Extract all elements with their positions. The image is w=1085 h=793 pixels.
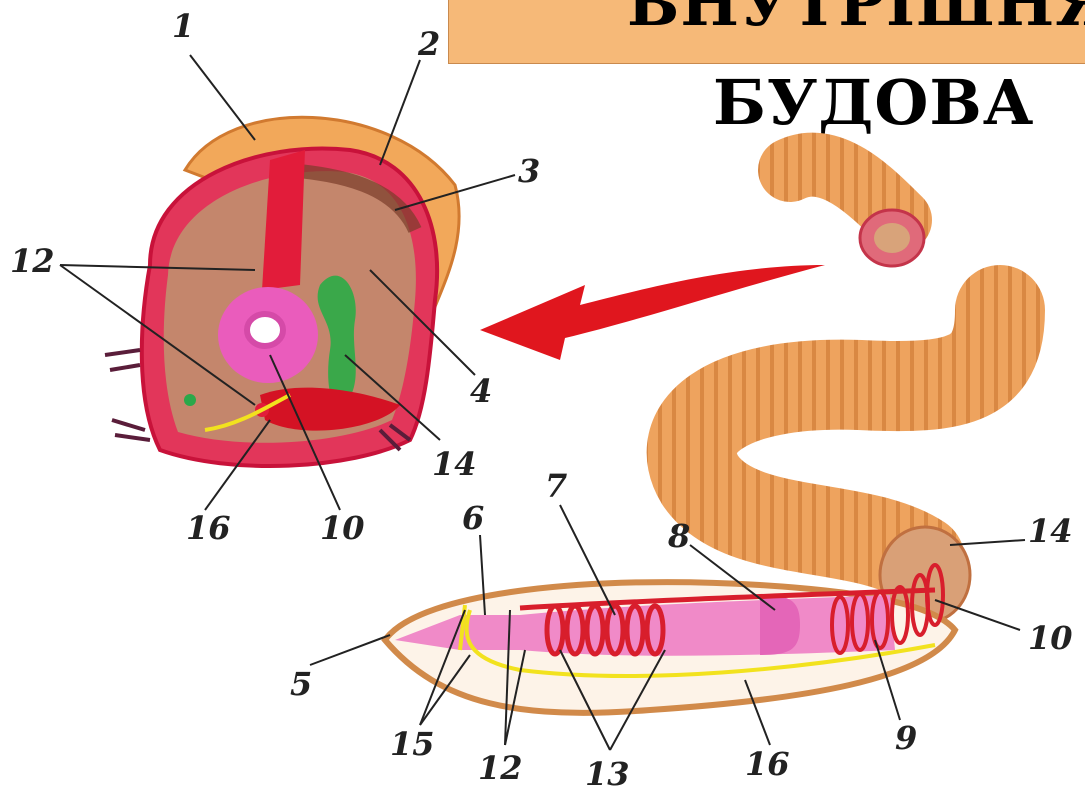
cross-section — [105, 117, 459, 466]
label-10-body: 10 — [1028, 622, 1073, 654]
label-13: 13 — [585, 758, 630, 790]
label-16-body: 16 — [745, 748, 790, 780]
label-12-cross: 12 — [10, 245, 55, 277]
worm-anterior-piece — [790, 165, 924, 266]
label-1: 1 — [172, 10, 194, 42]
seta-marker — [184, 394, 196, 406]
worm-body — [692, 310, 1000, 623]
label-3: 3 — [518, 155, 540, 187]
label-14-cross: 14 — [432, 448, 477, 480]
label-10-cross: 10 — [320, 512, 365, 544]
label-7: 7 — [545, 470, 567, 502]
label-16-cross: 16 — [186, 512, 231, 544]
label-8: 8 — [668, 520, 690, 552]
longitudinal-dissection — [385, 565, 955, 713]
label-4: 4 — [470, 375, 492, 407]
label-9: 9 — [895, 722, 917, 754]
label-12-body: 12 — [478, 752, 523, 784]
label-6: 6 — [462, 502, 484, 534]
label-5: 5 — [290, 668, 312, 700]
label-15: 15 — [390, 728, 435, 760]
label-14-body: 14 — [1028, 515, 1073, 547]
label-2: 2 — [418, 28, 440, 60]
typhlosole — [247, 314, 283, 346]
